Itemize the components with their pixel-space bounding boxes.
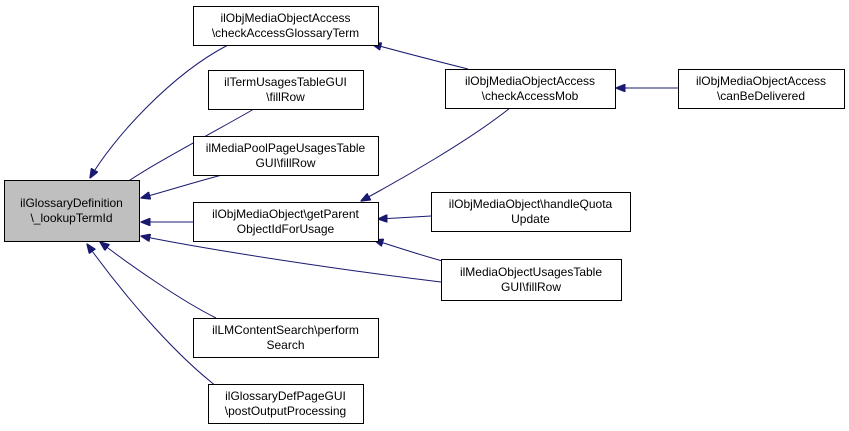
nodes-layer: ilGlossaryDefinition\_lookupTermId ilObjM…	[4, 6, 845, 424]
node-checkGlossary[interactable]: ilObjMediaObjectAccess\checkAccessGlossa…	[193, 6, 379, 46]
node-label: \postOutputProcessing	[225, 404, 346, 418]
node-label: ilGlossaryDefinition	[20, 196, 123, 210]
node-label: \_lookupTermId	[30, 211, 112, 225]
node-glossDef[interactable]: ilGlossaryDefPageGUI\postOutputProcessin…	[208, 384, 364, 424]
edges-layer	[87, 44, 678, 387]
node-label: Search	[266, 338, 304, 352]
edge-lmSearch-to-lookup	[100, 242, 217, 319]
edge-mediaPool-to-lookup	[141, 174, 223, 198]
node-box	[678, 69, 845, 109]
node-label: ilMediaPoolPageUsagesTable	[206, 141, 366, 155]
node-label: ilGlossaryDefPageGUI	[225, 389, 346, 403]
edge-handleQuota-to-getParent	[378, 216, 432, 219]
edge-glossDef-to-lookup	[87, 244, 217, 387]
node-checkMob[interactable]: ilObjMediaObjectAccess\checkAccessMob	[445, 69, 616, 109]
node-label: ilObjMediaObject\getParent	[212, 207, 359, 221]
node-label: ilMediaObjectUsagesTable	[460, 265, 602, 279]
node-label: GUI\fillRow	[255, 156, 315, 170]
node-box	[445, 69, 616, 109]
node-label: \checkAccessMob	[482, 89, 579, 103]
node-label: GUI\fillRow	[501, 280, 561, 294]
edge-mediaUsages-to-getParent	[374, 240, 447, 263]
node-box	[193, 6, 379, 46]
node-label: \canBeDelivered	[717, 89, 805, 103]
edge-checkGlossary-to-lookup	[90, 44, 229, 178]
node-label: ilObjMediaObjectAccess	[220, 11, 350, 25]
edge-mediaUsages-to-lookup	[141, 236, 442, 283]
node-box	[193, 202, 379, 242]
node-label: \checkAccessGlossaryTerm	[212, 26, 359, 40]
node-label: \fillRow	[266, 90, 305, 104]
node-label: ilTermUsagesTableGUI	[224, 75, 347, 89]
edge-checkMob-to-getParent	[361, 107, 511, 201]
node-box	[208, 384, 364, 424]
node-box	[441, 259, 622, 301]
node-label: ilLMContentSearch\perform	[212, 323, 359, 337]
node-box	[431, 192, 631, 232]
node-box	[193, 318, 379, 358]
node-termUsages[interactable]: ilTermUsagesTableGUI\fillRow	[208, 70, 364, 110]
node-canDeliver[interactable]: ilObjMediaObjectAccess\canBeDelivered	[678, 69, 845, 109]
node-label: ilObjMediaObject\handleQuota	[449, 197, 613, 211]
node-box	[193, 136, 379, 176]
node-lookup[interactable]: ilGlossaryDefinition\_lookupTermId	[4, 180, 140, 242]
node-label: ilObjMediaObjectAccess	[465, 74, 595, 88]
node-label: ObjectIdForUsage	[237, 222, 335, 236]
node-box	[208, 70, 364, 110]
node-box	[4, 180, 140, 242]
edge-checkMob-to-checkGlossary	[372, 44, 469, 70]
node-getParent[interactable]: ilObjMediaObject\getParentObjectIdForUsa…	[193, 202, 379, 242]
node-label: Update	[511, 212, 550, 226]
node-label: ilObjMediaObjectAccess	[696, 74, 826, 88]
